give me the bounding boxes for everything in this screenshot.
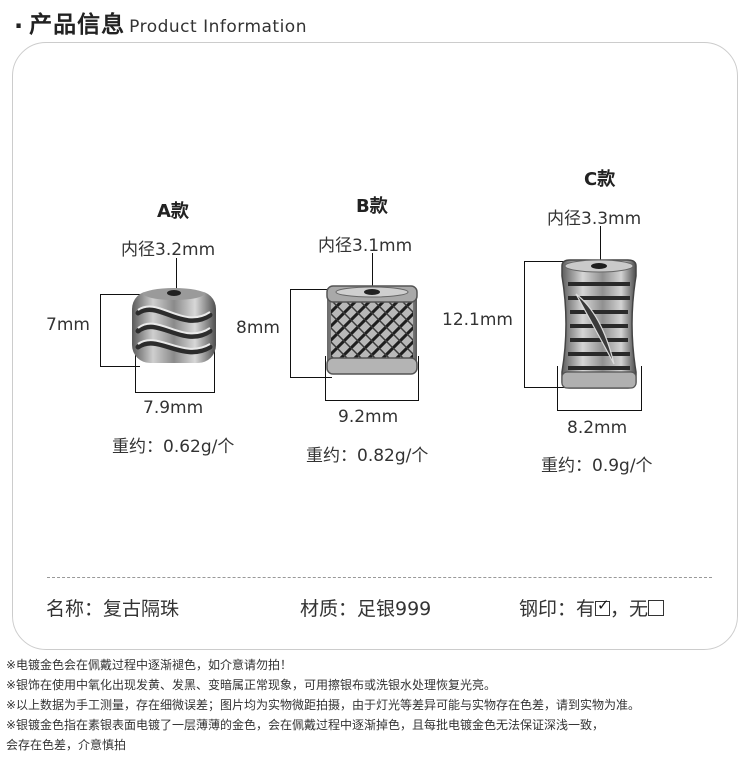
stamp-no-checkbox — [648, 600, 665, 616]
product-c-inner-diameter: 内径3.3mm — [547, 209, 642, 229]
product-b-width-line — [325, 400, 418, 401]
note-3: ※以上数据为手工测量，存在细微误差；图片均为实物微距拍摄，由于灯光等差异可能与实… — [6, 698, 641, 712]
product-a-height-line — [100, 294, 101, 366]
product-b-height-tick-bottom — [290, 377, 332, 378]
note-4: ※银镀金色指在素银表面电镀了一层薄薄的金色，会在佩戴过程中逐渐掉色，且每批电镀金… — [6, 718, 605, 732]
product-a-width-tick-right — [214, 350, 215, 393]
product-c-height-tick-bottom — [524, 387, 566, 388]
product-c-title: C款 — [584, 169, 616, 190]
product-a-bead-image — [132, 288, 216, 363]
product-b-title: B款 — [356, 196, 388, 217]
product-b-bead-image — [326, 285, 418, 375]
product-a-inner-leader — [176, 258, 177, 292]
note-1: ※电镀金色会在佩戴过程中逐渐褪色，如介意请勿拍！ — [6, 658, 293, 672]
product-c-inner-leader — [600, 226, 601, 266]
product-c-height-line — [524, 261, 525, 387]
check-icon: ✓ — [597, 596, 610, 614]
spec-name: 名称：复古隔珠 — [46, 598, 180, 620]
header-title-en: Product Information — [129, 17, 307, 37]
header-bullet: · — [14, 12, 24, 40]
stamp-yes-checkbox: ✓ — [595, 596, 611, 616]
product-b-inner-leader — [372, 253, 373, 295]
product-a-width-line — [135, 392, 214, 393]
note-5: 会存在色差，介意慎拍 — [6, 738, 127, 752]
product-a-height-tick-top — [100, 294, 140, 295]
product-b-height-tick-top — [290, 289, 332, 290]
product-a-title: A款 — [157, 201, 189, 222]
product-a-height: 7mm — [46, 315, 90, 335]
product-b-width-tick-right — [418, 356, 419, 401]
header-title-cn: 产品信息 — [29, 12, 126, 38]
product-c-width-line — [557, 410, 641, 411]
spec-stamp: 钢印：有✓，无 — [519, 594, 665, 621]
product-a-inner-diameter: 内径3.2mm — [121, 240, 216, 260]
product-c-width-tick-right — [641, 366, 642, 411]
product-b-weight: 重约：0.82g/个 — [306, 446, 429, 466]
spec-stamp-sep: ，无 — [610, 598, 649, 620]
product-a-weight: 重约：0.62g/个 — [112, 437, 235, 457]
product-a-width: 7.9mm — [143, 398, 204, 418]
product-b-inner-diameter: 内径3.1mm — [318, 236, 413, 256]
product-a-height-tick-bottom — [100, 366, 140, 367]
spec-stamp-label: 钢印：有 — [519, 598, 596, 620]
product-b-width-tick-left — [325, 356, 326, 401]
product-c-weight: 重约：0.9g/个 — [541, 456, 653, 476]
product-c-bead-image — [561, 259, 637, 389]
section-header: · 产品信息 Product Information — [14, 6, 307, 40]
product-c-height: 12.1mm — [442, 310, 513, 330]
product-c-width: 8.2mm — [567, 418, 628, 438]
note-2: ※银饰在使用中氧化出现发黄、发黑、变暗属正常现象，可用擦银布或洗银水处理恢复光亮… — [6, 678, 497, 692]
product-b-height-line — [290, 289, 291, 377]
notes-section: ※电镀金色会在佩戴过程中逐渐褪色，如介意请勿拍！ ※银饰在使用中氧化出现发黄、发… — [6, 655, 746, 755]
product-b-width: 9.2mm — [338, 407, 399, 427]
product-c-height-tick-top — [524, 261, 566, 262]
product-c-width-tick-left — [557, 366, 558, 411]
product-b-height: 8mm — [236, 318, 280, 338]
product-a-width-tick-left — [135, 350, 136, 393]
dashed-divider — [47, 577, 712, 578]
spec-material: 材质：足银999 — [300, 598, 432, 620]
